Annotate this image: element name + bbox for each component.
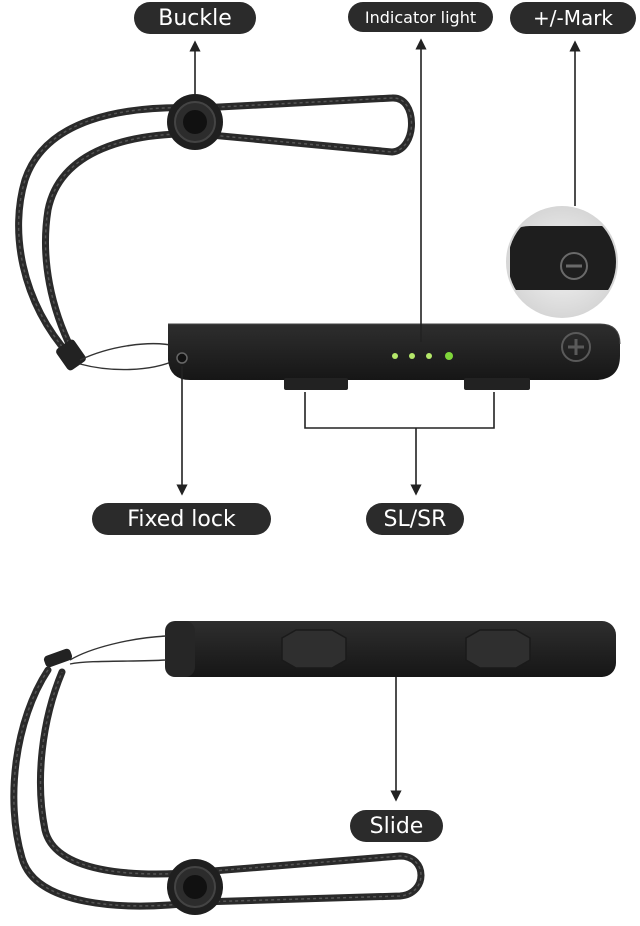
strap-body-bottom xyxy=(165,621,616,677)
top-lanyard xyxy=(15,94,415,371)
indicator-light-label: Indicator light xyxy=(348,2,493,32)
buckle-icon xyxy=(167,94,223,150)
slide-label: Slide xyxy=(350,810,443,842)
mark-label: +/-Mark xyxy=(510,2,636,34)
minus-mark-zoom xyxy=(506,206,618,318)
minus-icon xyxy=(560,252,588,280)
bottom-lanyard xyxy=(10,635,425,910)
buckle-label: Buckle xyxy=(134,2,256,34)
sl-sr-label: SL/SR xyxy=(366,503,464,535)
leader-lines-top xyxy=(176,38,581,496)
strap-body-top xyxy=(168,323,621,390)
indicator-leds xyxy=(392,352,453,360)
plus-icon xyxy=(561,332,591,362)
buckle-icon xyxy=(167,859,223,915)
fixed-lock-label: Fixed lock xyxy=(92,503,271,535)
